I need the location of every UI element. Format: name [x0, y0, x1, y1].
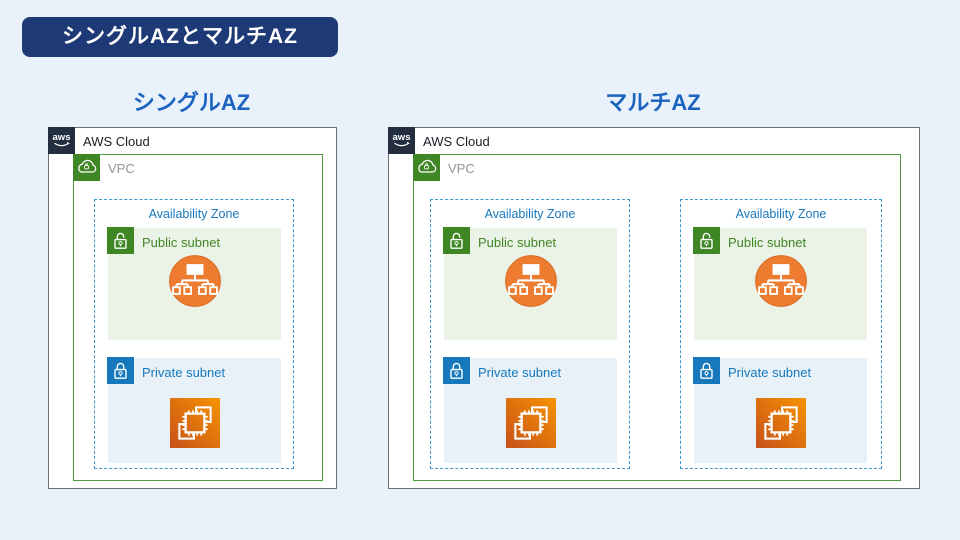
aws-cloud-box-multi: AWS Cloud VPC Availability Zone Public s…	[388, 127, 920, 489]
open-lock-icon	[693, 227, 720, 254]
heading-single-az: シングルAZ	[132, 90, 251, 115]
ec2-instances-icon	[170, 398, 220, 448]
load-balancer-icon	[504, 254, 558, 308]
title-badge: シングルAZとマルチAZ	[22, 17, 338, 57]
private-subnet-label: Private subnet	[142, 365, 226, 380]
aws-cloud-label: AWS Cloud	[83, 134, 150, 149]
private-subnet-box: Private subnet	[443, 357, 617, 463]
availability-zone-label: Availability Zone	[735, 207, 827, 221]
closed-lock-icon	[693, 357, 720, 384]
vpc-icon	[413, 154, 440, 181]
availability-zone-label: Availability Zone	[484, 207, 576, 221]
private-subnet-label: Private subnet	[478, 365, 562, 380]
heading-multi-az: マルチAZ	[605, 90, 701, 115]
aws-logo-icon	[388, 127, 415, 154]
public-subnet-label: Public subnet	[142, 235, 221, 250]
aws-logo-icon	[48, 127, 75, 154]
ec2-instances-icon	[756, 398, 806, 448]
vpc-box: VPC Availability Zone Public subnet Priv…	[413, 154, 901, 481]
open-lock-icon	[107, 227, 134, 254]
availability-zone-box-1: Availability Zone Public subnet Private …	[430, 199, 630, 469]
aws-cloud-box-single: AWS Cloud VPC Availability Zone Public s…	[48, 127, 337, 489]
load-balancer-icon	[754, 254, 808, 308]
availability-zone-box: Availability Zone Public subnet Private …	[94, 199, 294, 469]
private-subnet-label: Private subnet	[728, 365, 812, 380]
vpc-label: VPC	[448, 161, 475, 176]
load-balancer-icon	[168, 254, 222, 308]
availability-zone-box-2: Availability Zone Public subnet Private …	[680, 199, 882, 469]
vpc-label: VPC	[108, 161, 135, 176]
open-lock-icon	[443, 227, 470, 254]
public-subnet-box: Public subnet	[693, 227, 867, 340]
private-subnet-box: Private subnet	[693, 357, 867, 463]
public-subnet-box: Public subnet	[107, 227, 281, 340]
private-subnet-box: Private subnet	[107, 357, 281, 463]
availability-zone-label: Availability Zone	[148, 207, 240, 221]
ec2-instances-icon	[506, 398, 556, 448]
aws-cloud-label: AWS Cloud	[423, 134, 490, 149]
closed-lock-icon	[107, 357, 134, 384]
closed-lock-icon	[443, 357, 470, 384]
public-subnet-label: Public subnet	[478, 235, 557, 250]
vpc-icon	[73, 154, 100, 181]
vpc-box: VPC Availability Zone Public subnet Priv…	[73, 154, 323, 481]
public-subnet-label: Public subnet	[728, 235, 807, 250]
public-subnet-box: Public subnet	[443, 227, 617, 340]
